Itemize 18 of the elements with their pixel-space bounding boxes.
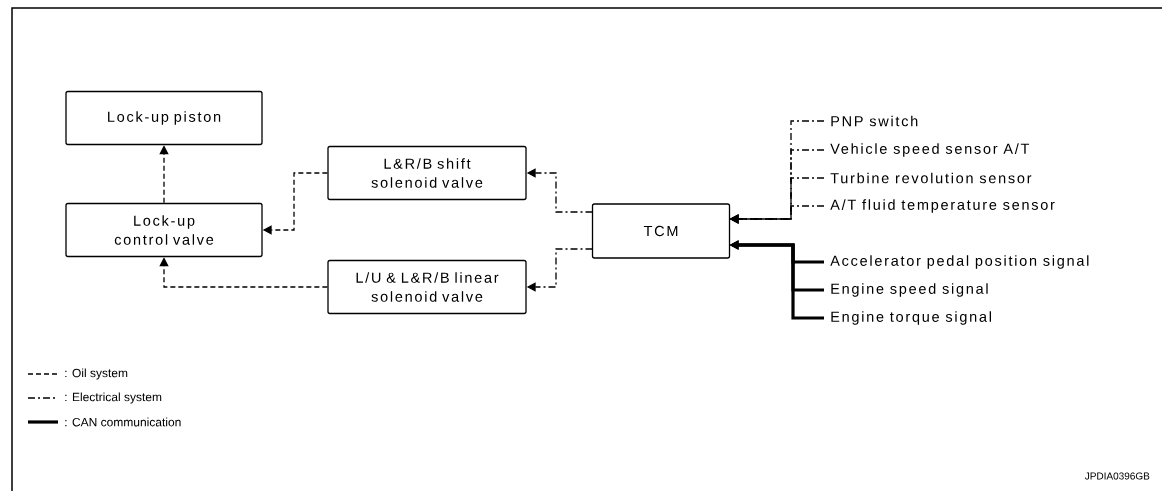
legend-text: : Oil system [65,368,128,380]
connector-arrow [159,257,328,288]
signal-label: Accelerator pedal position signal [830,255,1089,269]
figure-code: JPDIA0396GB [1084,472,1150,480]
connector-arrow [159,145,169,204]
process-box: TCM [591,203,731,259]
process-box: Lock-up control valve [65,202,263,258]
legend-text: : CAN communication [65,417,181,427]
signal-label: Engine speed signal [831,283,988,297]
signal-label: Engine torque signal [831,311,991,325]
process-box: Lock-up piston [65,90,263,146]
legend-text: : Electrical system [65,392,162,404]
signal-label: Vehicle speed sensor A/T [830,143,1030,157]
signal-label: PNP switch [831,115,918,127]
process-box: L/U & L&R/B linear solenoid valve [327,259,527,315]
signal-label: Turbine revolution sensor [830,172,1032,184]
signal-label: A/T fluid temperature sensor [830,199,1055,213]
process-box: L&R/B shift solenoid valve [327,145,527,201]
